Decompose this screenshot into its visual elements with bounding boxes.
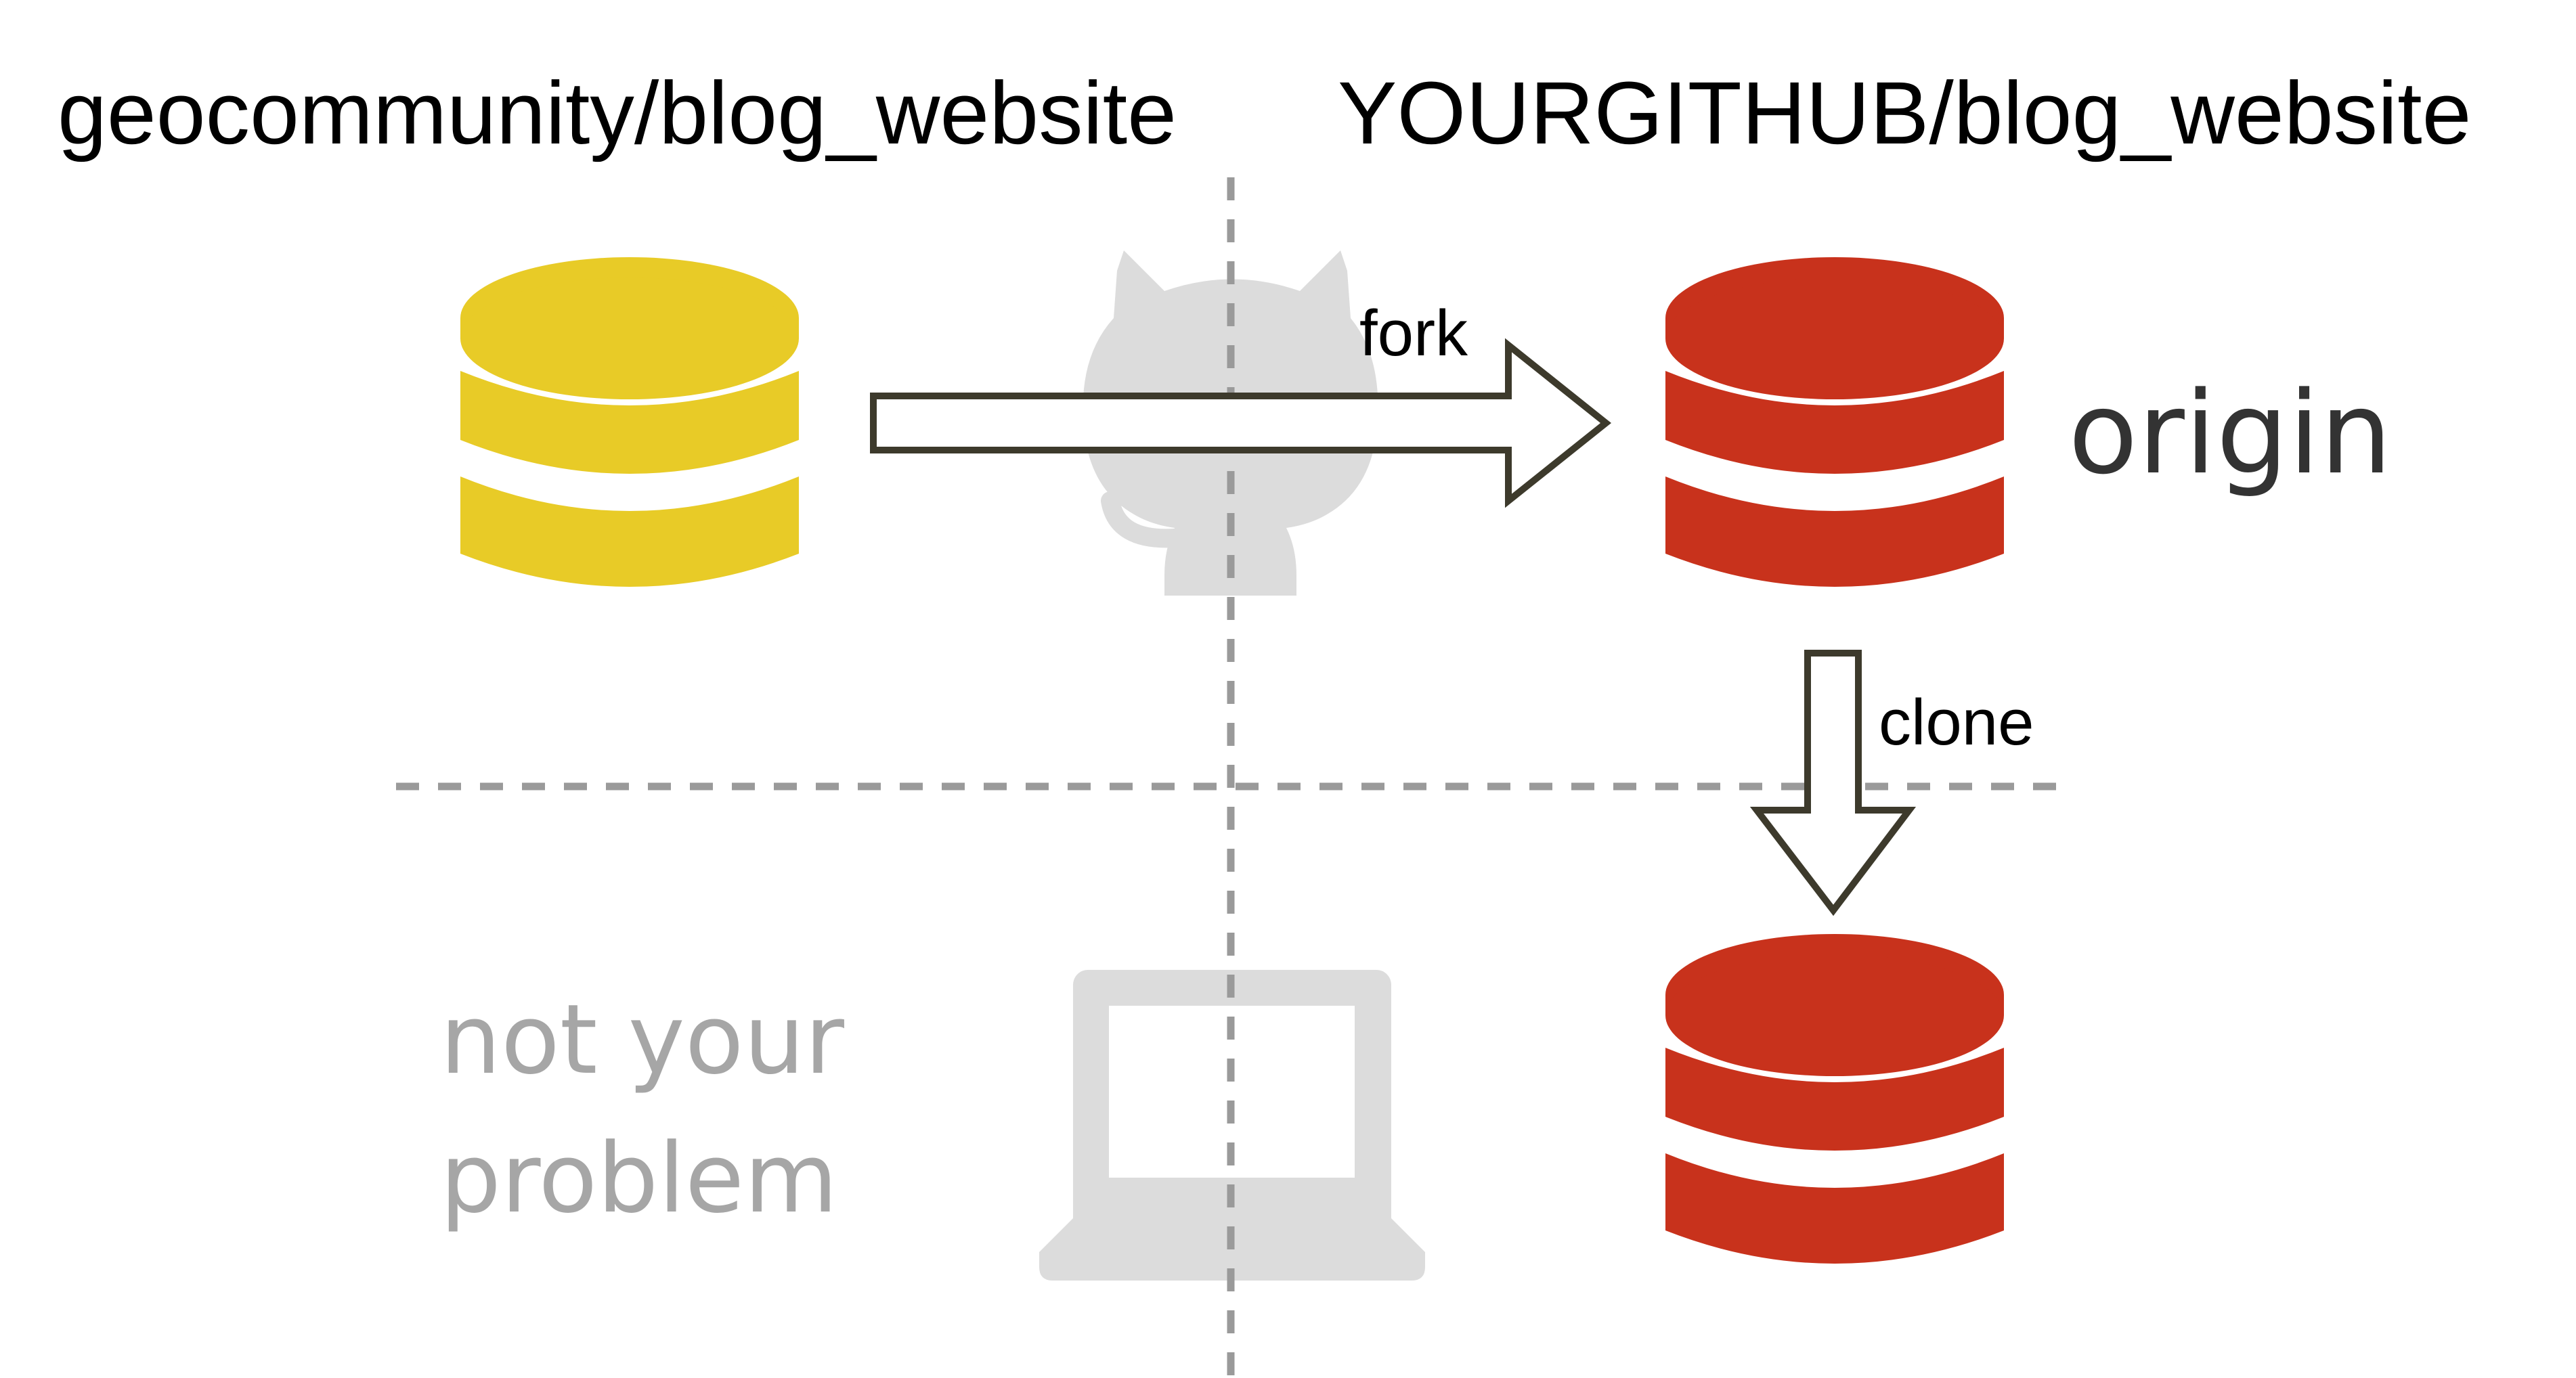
local-database-icon bbox=[1665, 934, 2004, 1264]
fork-arrow bbox=[870, 338, 1612, 508]
clone-arrow bbox=[1749, 650, 1917, 916]
upstream-repo-title: geocommunity/blog_website bbox=[58, 63, 1177, 162]
fork-label: fork bbox=[1359, 297, 1468, 370]
fork-repo-title: YOURGITHUB/blog_website bbox=[1338, 63, 2471, 162]
fork-database-icon bbox=[1665, 257, 2004, 587]
not-your-problem-line2: problem bbox=[440, 1123, 838, 1235]
clone-label: clone bbox=[1879, 686, 2034, 759]
not-your-problem-line1: not your bbox=[440, 984, 845, 1096]
upstream-database-icon bbox=[460, 257, 799, 587]
origin-label: origin bbox=[2068, 367, 2392, 499]
